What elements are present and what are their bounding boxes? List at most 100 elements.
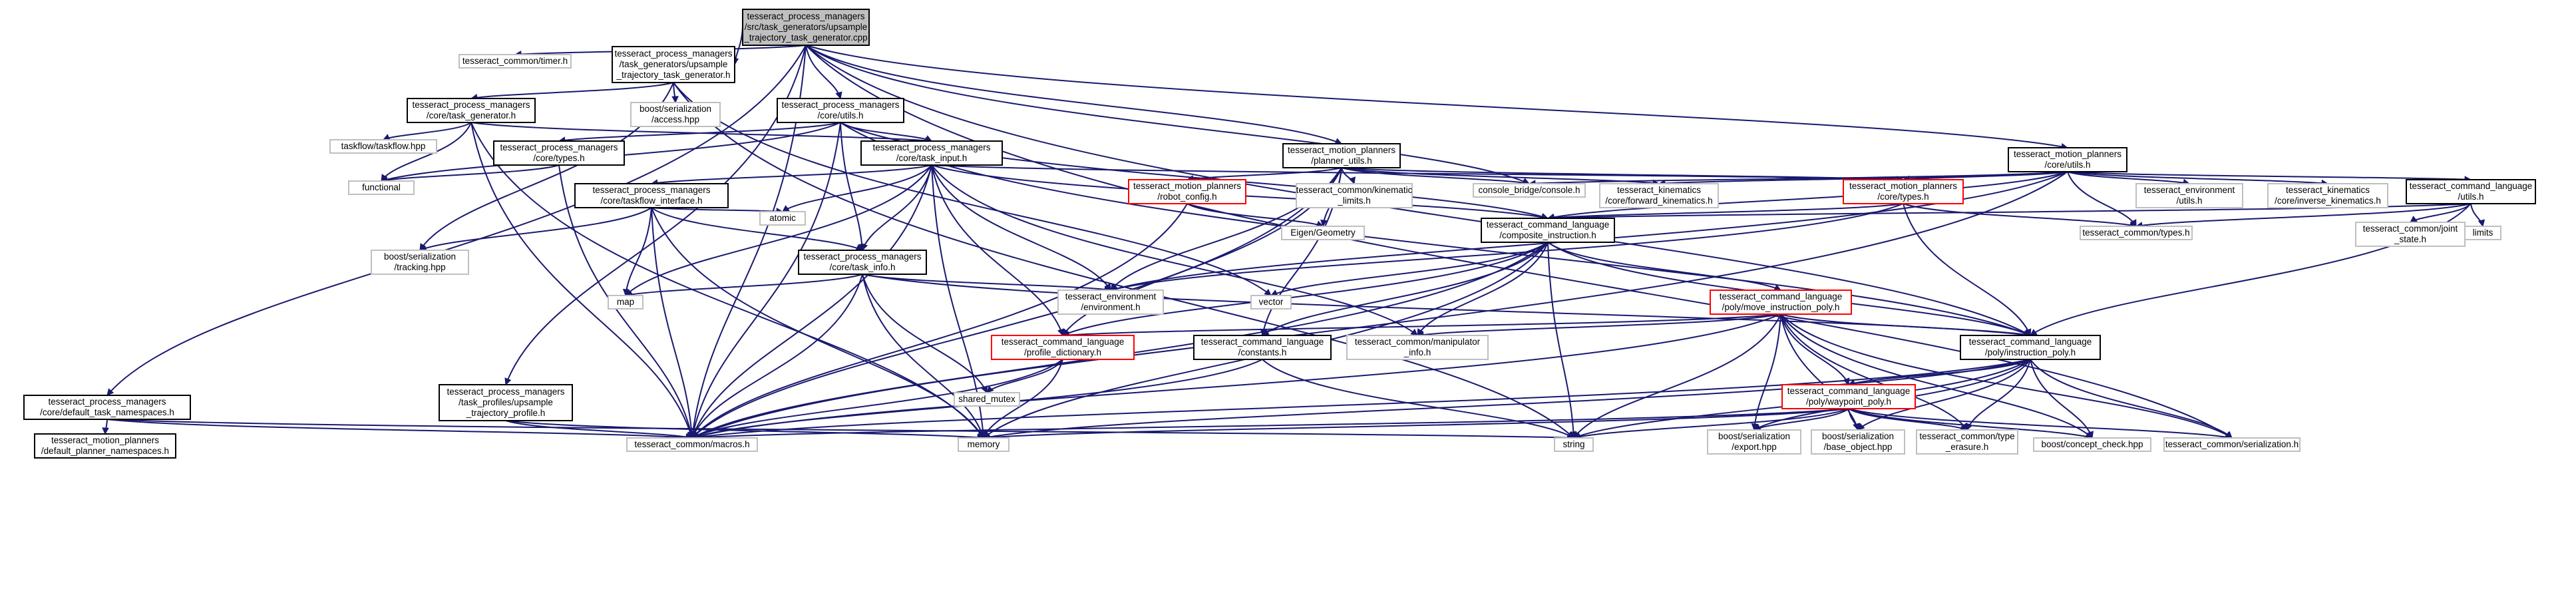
node-boost-export: boost/serialization/export.hpp: [1707, 429, 1801, 455]
node-env-utils: tesseract_environment/utils.h: [2135, 183, 2243, 208]
node-box: [798, 250, 927, 275]
node-waypoint-poly[interactable]: tesseract_command_language/poly/waypoint…: [1781, 384, 1916, 409]
node-label-line: shared_mutex: [958, 394, 1015, 404]
node-functional: functional: [348, 180, 415, 195]
node-label-line: _trajectory_task_generator.cpp: [743, 33, 867, 43]
node-type-erasure: tesseract_common/type_erasure.h: [1916, 429, 2018, 455]
edge-mp-planner-utils-to-mp-types: [1341, 167, 1905, 183]
node-label-line: tesseract_command_language: [1787, 386, 1911, 396]
node-label-line: tesseract_command_language: [1002, 337, 1125, 347]
node-label-line: /export.hpp: [1732, 442, 1777, 452]
node-task-input[interactable]: tesseract_process_managers/core/task_inp…: [860, 140, 1003, 166]
edge-line: [1547, 171, 2068, 219]
node-instr-poly[interactable]: tesseract_command_language/poly/instruct…: [1960, 335, 2101, 360]
edge-line: [1110, 203, 1904, 291]
node-label-line: tesseract_motion_planners: [2014, 149, 2121, 159]
node-label-line: tesseract_motion_planners: [1288, 145, 1395, 155]
node-root[interactable]: tesseract_process_managers/src/task_gene…: [742, 9, 870, 46]
node-core-utils[interactable]: tesseract_process_managers/core/utils.h: [777, 98, 904, 123]
node-composite[interactable]: tesseract_command_language/composite_ins…: [1481, 218, 1615, 243]
node-kin-limits: tesseract_common/kinematic_limits.h: [1296, 183, 1413, 208]
node-label-line: /task_profiles/upsample: [459, 397, 553, 407]
node-map: map: [608, 295, 644, 309]
node-upsample-profile[interactable]: tesseract_process_managers/task_profiles…: [439, 384, 573, 421]
node-box: [23, 395, 191, 420]
edge-line: [931, 164, 1418, 336]
node-label-line: /default_planner_namespaces.h: [41, 446, 169, 456]
node-box: [958, 437, 1010, 452]
node-label-line: /constants.h: [1238, 347, 1287, 357]
node-label-line: tesseract_common/joint: [2363, 224, 2458, 234]
node-default-ns[interactable]: tesseract_process_managers/core/default_…: [23, 395, 191, 420]
node-box: [1250, 295, 1292, 309]
edge-arrowhead: [2410, 216, 2418, 223]
edge-line: [805, 45, 2233, 439]
edge-line: [1547, 203, 1904, 219]
node-label-line: Eigen/Geometry: [1290, 228, 1356, 238]
edge-mp-types-to-env-h: [1109, 203, 1904, 292]
node-boost-base-object: boost/serialization/base_object.hpp: [1811, 429, 1905, 455]
node-box: [1282, 143, 1401, 168]
edge-line: [862, 274, 984, 439]
node-label-line: /tracking.hpp: [394, 262, 445, 272]
node-box: [1843, 179, 1964, 204]
node-task-info[interactable]: tesseract_process_managers/core/task_inf…: [798, 250, 927, 275]
edge-line: [1848, 359, 2031, 385]
edge-task-input-to-task-info: [861, 164, 932, 252]
node-box: [2267, 183, 2388, 208]
node-label-line: /core/forward_kinematics.h: [1605, 196, 1712, 206]
edge-line: [470, 122, 693, 439]
node-box: [348, 180, 415, 195]
edge-line: [651, 164, 932, 184]
node-label-line: /profile_dictionary.h: [1024, 347, 1101, 357]
edge-arrowhead: [1320, 219, 1328, 228]
edge-line: [1903, 203, 2137, 227]
edge-line: [691, 167, 1342, 439]
edge-line: [673, 82, 1272, 296]
node-robot-config[interactable]: tesseract_motion_planners/robot_config.h: [1128, 179, 1246, 204]
node-cl-constants[interactable]: tesseract_command_language/constants.h: [1193, 335, 1332, 360]
node-upsample-gen-h[interactable]: tesseract_process_managers/task_generato…: [612, 46, 735, 83]
edge-task-input-to-profile-dict: [931, 164, 1065, 337]
dependency-nodes: tesseract_process_managers/src/task_gene…: [23, 9, 2536, 459]
edge-arrowhead: [1843, 377, 1850, 386]
node-label-line: boost/serialization: [1718, 431, 1790, 441]
node-box: [2406, 179, 2536, 204]
node-label-line: tesseract_process_managers: [803, 252, 921, 262]
edge-task-info-to-shared-mutex: [862, 274, 988, 394]
node-taskflow-interface[interactable]: tesseract_process_managers/core/taskflow…: [574, 183, 729, 208]
node-box: [1346, 335, 1489, 360]
node-atomic: atomic: [759, 211, 806, 226]
edge-arrowhead: [1853, 423, 1861, 431]
node-box: [574, 183, 729, 208]
node-label-line: /core/taskflow_interface.h: [600, 196, 702, 206]
edge-line: [1270, 242, 1549, 296]
node-label-line: tesseract_common/type: [1919, 431, 2014, 441]
node-label-line: /core/types.h: [1877, 192, 1929, 202]
edge-line: [691, 203, 1188, 439]
node-box: [1473, 183, 1586, 198]
node-box: [1781, 384, 1916, 409]
edge-line: [840, 122, 2031, 336]
node-profile-dict[interactable]: tesseract_command_language/profile_dicti…: [991, 335, 1135, 360]
node-cl-utils[interactable]: tesseract_command_language/utils.h: [2406, 179, 2536, 204]
edge-arrowhead: [106, 388, 114, 396]
node-mp-default-ns[interactable]: tesseract_motion_planners/default_planne…: [34, 433, 176, 459]
node-task-generator[interactable]: tesseract_process_managers/core/task_gen…: [407, 98, 536, 123]
node-label-line: /core/task_input.h: [896, 153, 968, 163]
node-label-line: tesseract_process_managers: [614, 49, 732, 59]
node-mp-planner-utils[interactable]: tesseract_motion_planners/planner_utils.…: [1282, 143, 1401, 168]
edge-line: [558, 122, 841, 142]
edge-line: [1780, 313, 1849, 385]
node-label-line: tesseract_process_managers: [412, 100, 530, 110]
node-label-line: tesseract_kinematics: [2286, 185, 2370, 195]
edge-default-ns-to-mp-default-ns: [102, 419, 109, 435]
node-move-instr[interactable]: tesseract_command_language/poly/move_ins…: [1710, 290, 1852, 315]
node-label-line: /robot_config.h: [1157, 192, 1216, 202]
node-mp-core-utils[interactable]: tesseract_motion_planners/core/utils.h: [2008, 147, 2127, 172]
node-label-line: _trajectory_profile.h: [466, 408, 546, 418]
node-box: [1960, 335, 2101, 360]
node-label-line: tesseract_environment: [1065, 292, 1157, 301]
node-pm-types[interactable]: tesseract_process_managers/core/types.h: [493, 140, 625, 166]
node-mp-types[interactable]: tesseract_motion_planners/core/types.h: [1843, 179, 1964, 204]
